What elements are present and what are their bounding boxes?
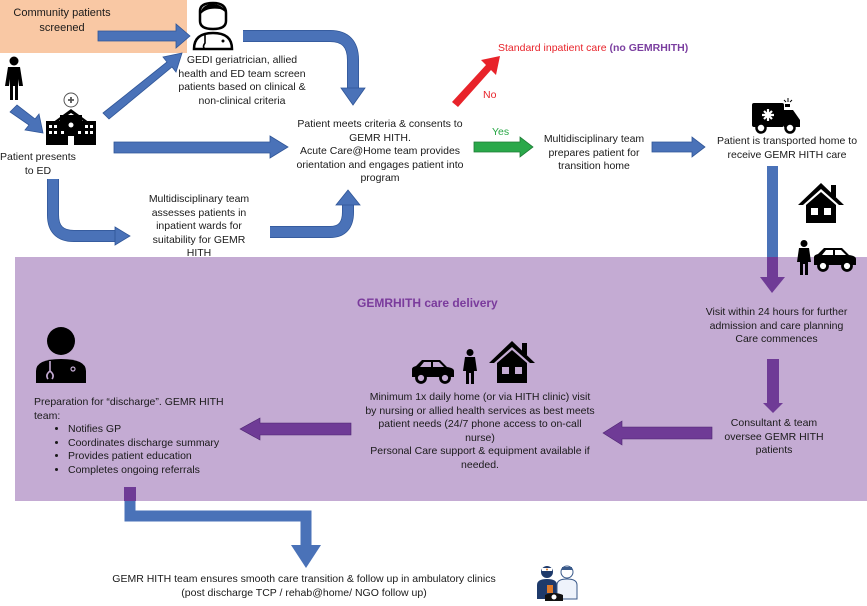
arrow-community-to-gedi [97, 23, 191, 49]
arrow-visit-to-consultant [763, 359, 783, 413]
car-icon [814, 248, 856, 272]
patient-presents-label: Patient presents to ED [0, 151, 76, 177]
arrow-yes-to-prepare [473, 136, 534, 158]
woman-icon [463, 349, 477, 384]
arrow-hospital-to-criteria [113, 135, 289, 159]
woman-icon [5, 56, 23, 100]
arrow-ed-to-inpatient-assess [47, 179, 131, 246]
panel-title: GEMRHITH care delivery [357, 296, 498, 310]
gedi-screen-label: GEDI geriatrician, allied health and ED … [178, 54, 306, 107]
arrow-woman-to-hospital [9, 104, 44, 134]
discharge-item: Provides patient education [68, 450, 244, 464]
standard-care-text: Standard inpatient care [498, 42, 610, 54]
arrow-no-to-standard-care [452, 56, 500, 107]
prepare-transition-label: Multidisciplinary team prepares patient … [543, 133, 645, 172]
arrow-hospital-to-gedi [102, 52, 183, 120]
doctor-icon [192, 1, 234, 51]
standard-inpatient-care-label: Standard inpatient care (no GEMRHITH) [498, 42, 688, 54]
discharge-prep-box: Preparation for “discharge”. GEMR HITH t… [34, 396, 244, 477]
meets-criteria-line2: Acute Care@Home team provides orientatio… [296, 145, 464, 184]
discharge-item: Coordinates discharge summary [68, 437, 244, 451]
daily-visit-box: Minimum 1x daily home (or via HITH clini… [363, 391, 597, 472]
discharge-list: Notifies GP Coordinates discharge summar… [34, 423, 244, 477]
meets-criteria-box: Patient meets criteria & consents to GEM… [284, 118, 476, 186]
discharge-item: Completes ongoing referrals [68, 464, 244, 478]
car-icon [412, 360, 454, 384]
no-gemrhith-text: (no GEMRHITH) [609, 42, 689, 54]
arrow-discharge-to-followup [124, 487, 321, 568]
discharge-item: Notifies GP [68, 423, 244, 437]
house-icon [489, 341, 535, 383]
visit-24h-line1: Visit within 24 hours for further admiss… [705, 306, 848, 332]
no-label: No [483, 89, 497, 101]
consultant-oversee-label: Consultant & team oversee GEMR HITH pati… [724, 417, 824, 456]
house-icon [798, 183, 844, 223]
visit-24h-line2: Care commences [735, 333, 818, 345]
doctor-icon [36, 327, 86, 383]
discharge-heading: Preparation for “discharge”. GEMR HITH t… [34, 396, 224, 422]
arrow-inpatient-assess-to-criteria [270, 189, 361, 238]
arrow-consultant-to-daily [602, 420, 713, 446]
hospital-icon [46, 92, 96, 145]
followup-line2: (post discharge TCP / rehab@home/ NGO fo… [181, 586, 427, 599]
arrow-daily-to-discharge [239, 417, 352, 441]
ambulance-icon [752, 98, 800, 134]
daily-visit-line2: Personal Care support & equipment availa… [370, 445, 590, 471]
community-screened-label: Community patients screened [13, 7, 111, 34]
meets-criteria-line1: Patient meets criteria & consents to GEM… [297, 118, 463, 144]
community-screening-box [0, 0, 187, 53]
arrow-gedi-to-criteria [243, 30, 366, 106]
daily-visit-line1: Minimum 1x daily home (or via HITH clini… [365, 391, 595, 444]
yes-label: Yes [492, 126, 510, 138]
transported-home-label: Patient is transported home to receive G… [716, 135, 858, 161]
followup-line1: GEMR HITH team ensures smooth care trans… [112, 573, 496, 585]
woman-icon [797, 240, 811, 275]
arrow-prepare-to-transport [651, 136, 706, 158]
arrow-transport-to-visit [760, 166, 785, 293]
followup-box: GEMR HITH team ensures smooth care trans… [84, 573, 524, 600]
inpatient-assess-label: Multidisciplinary team assesses patients… [148, 193, 250, 259]
visit-24h-box: Visit within 24 hours for further admiss… [686, 306, 867, 347]
clinicians-phone-icon [537, 565, 578, 601]
